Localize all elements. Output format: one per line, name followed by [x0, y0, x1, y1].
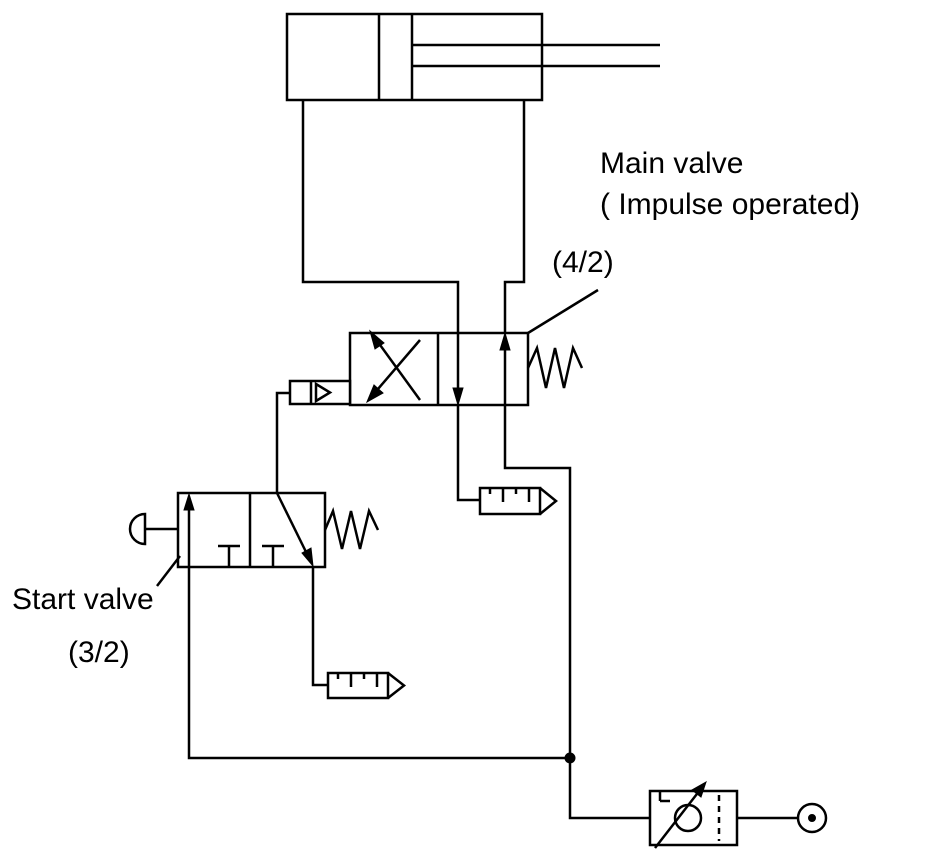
- start-valve-label: Start valve: [12, 583, 154, 616]
- main-valve-ratio-label: (4/2): [552, 246, 614, 279]
- frl-service-unit-icon: [648, 780, 739, 849]
- start-valve-exhaust-line: [311, 567, 328, 687]
- start-valve-leader-line: [156, 555, 181, 587]
- double-acting-cylinder: [285, 12, 660, 102]
- main-valve-subtitle: ( Impulse operated): [600, 188, 860, 221]
- start-valve-arrowhead-diagonal: [301, 547, 314, 568]
- supply-main-line: [568, 758, 650, 820]
- pilot-signal-line: [275, 391, 290, 493]
- main-valve-pilot-actuator: [288, 379, 352, 406]
- frl-adjust-arrowhead: [691, 780, 707, 798]
- main-valve-supply-line: [503, 405, 572, 758]
- main-valve-arrowhead-down-left: [365, 384, 384, 404]
- main-valve-label: Main valve: [600, 147, 743, 180]
- cylinder-barrel: [285, 12, 544, 102]
- start-valve-diagonal-arrow: [275, 492, 310, 557]
- start-valve-spring-icon: [323, 506, 380, 550]
- pressure-source-dot: [808, 814, 816, 822]
- pressure-source-icon: [796, 802, 828, 834]
- main-valve-exhaust-silencer-icon: [478, 486, 558, 516]
- main-valve-arrowhead-up-left: [369, 329, 385, 350]
- main-valve-4-2: [288, 329, 584, 407]
- main-valve-pilot-triangle-icon: [314, 381, 333, 404]
- main-valve-leader-line: [527, 288, 599, 335]
- cylinder-line-b: [503, 100, 526, 333]
- start-valve-body: [176, 491, 327, 569]
- main-valve-arrowhead-up: [499, 331, 511, 351]
- main-valve-arrowhead-down: [452, 387, 464, 407]
- main-valve-cross-arrow-1: [373, 337, 422, 401]
- start-valve-exhaust-silencer-icon: [326, 671, 407, 700]
- main-valve-spring-icon: [526, 344, 584, 389]
- cylinder-line-a: [301, 100, 460, 333]
- start-valve-ratio-label: (3/2): [68, 636, 130, 669]
- start-valve-supply-line: [187, 567, 570, 760]
- main-valve-cross-arrow-2: [371, 339, 421, 397]
- start-valve-arrowhead-up: [183, 492, 195, 511]
- start-valve-3-2: [128, 491, 380, 569]
- start-valve-push-button-icon: [128, 512, 147, 546]
- main-valve-exhaust-line: [456, 405, 480, 502]
- frl-adjust-arrow: [654, 789, 701, 849]
